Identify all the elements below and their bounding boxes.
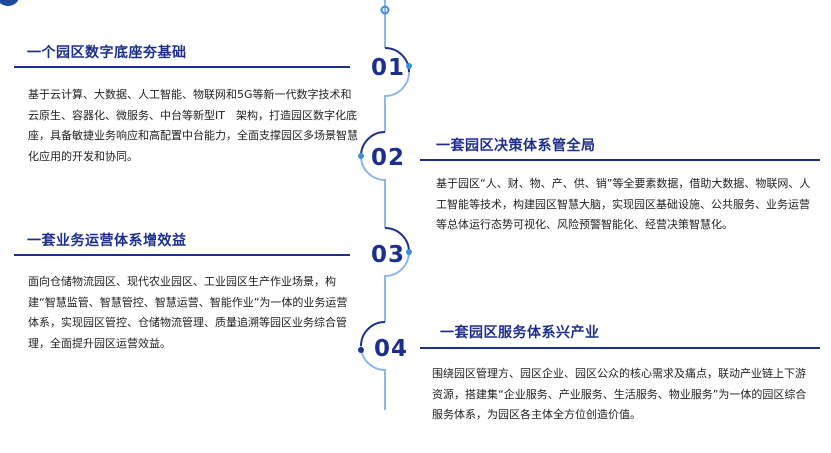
- top-node-icon: [380, 5, 390, 15]
- section-02-underline: [420, 159, 820, 161]
- section-04-body: 围绕园区管理方、园区企业、园区公众的核心需求及痛点，联动产业链上下游资源，搭建集…: [432, 367, 807, 421]
- section-04-underline: [420, 347, 820, 349]
- section-04-number: 04: [374, 336, 409, 362]
- node-02-dot-icon: [358, 153, 364, 159]
- section-02-body: 基于园区“人、财、物、产、供、销”等全要素数据，借助大数据、物联网、人工智能等技…: [436, 177, 811, 231]
- section-03-body: 面向仓储物流园区、现代农业园区、工业园区生产作业场景，构建“智慧监管、智慧管控、…: [28, 275, 348, 350]
- section-03-number: 03: [371, 242, 406, 268]
- section-01-title: 一个园区数字底座夯基础: [27, 45, 187, 61]
- section-04-title: 一套园区服务体系兴产业: [440, 325, 600, 341]
- section-01-number: 01: [371, 55, 406, 81]
- section-01-body: 基于云计算、大数据、人工智能、物联网和5G等新一代数字技术和云原生、容器化、微服…: [28, 88, 358, 163]
- section-01-underline: [14, 66, 350, 68]
- node-03-dot-icon: [406, 249, 412, 255]
- node-04-dot-icon: [358, 347, 364, 353]
- corner-circle-icon: [0, 0, 19, 6]
- section-03-title: 一套业务运营体系增效益: [27, 233, 187, 249]
- section-02-number: 02: [371, 145, 406, 171]
- section-02-title: 一套园区决策体系管全局: [436, 138, 596, 154]
- section-03-underline: [14, 254, 350, 256]
- node-01-dot-icon: [406, 63, 412, 69]
